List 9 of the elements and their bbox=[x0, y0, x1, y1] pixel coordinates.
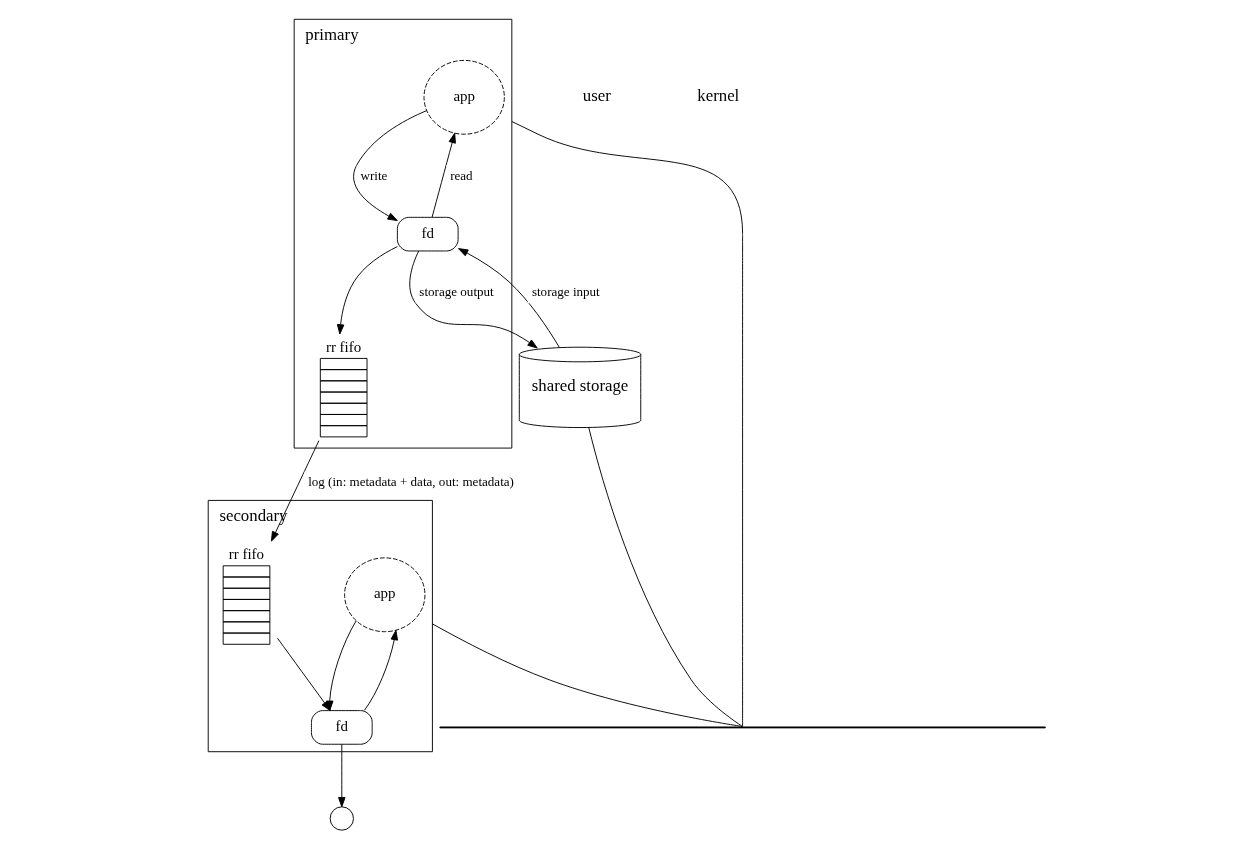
node-label: rr fifo bbox=[228, 546, 264, 563]
edge-label: storage input bbox=[531, 284, 600, 300]
label: kernel bbox=[696, 86, 739, 106]
edge-label: storage output bbox=[418, 284, 494, 300]
label: user bbox=[582, 86, 611, 106]
edge-label: read bbox=[449, 167, 473, 183]
edge-label: log (in: metadata + data, out: metadata) bbox=[307, 474, 514, 490]
node-label: rr fifo bbox=[325, 338, 361, 355]
edge-label: write bbox=[359, 167, 387, 183]
